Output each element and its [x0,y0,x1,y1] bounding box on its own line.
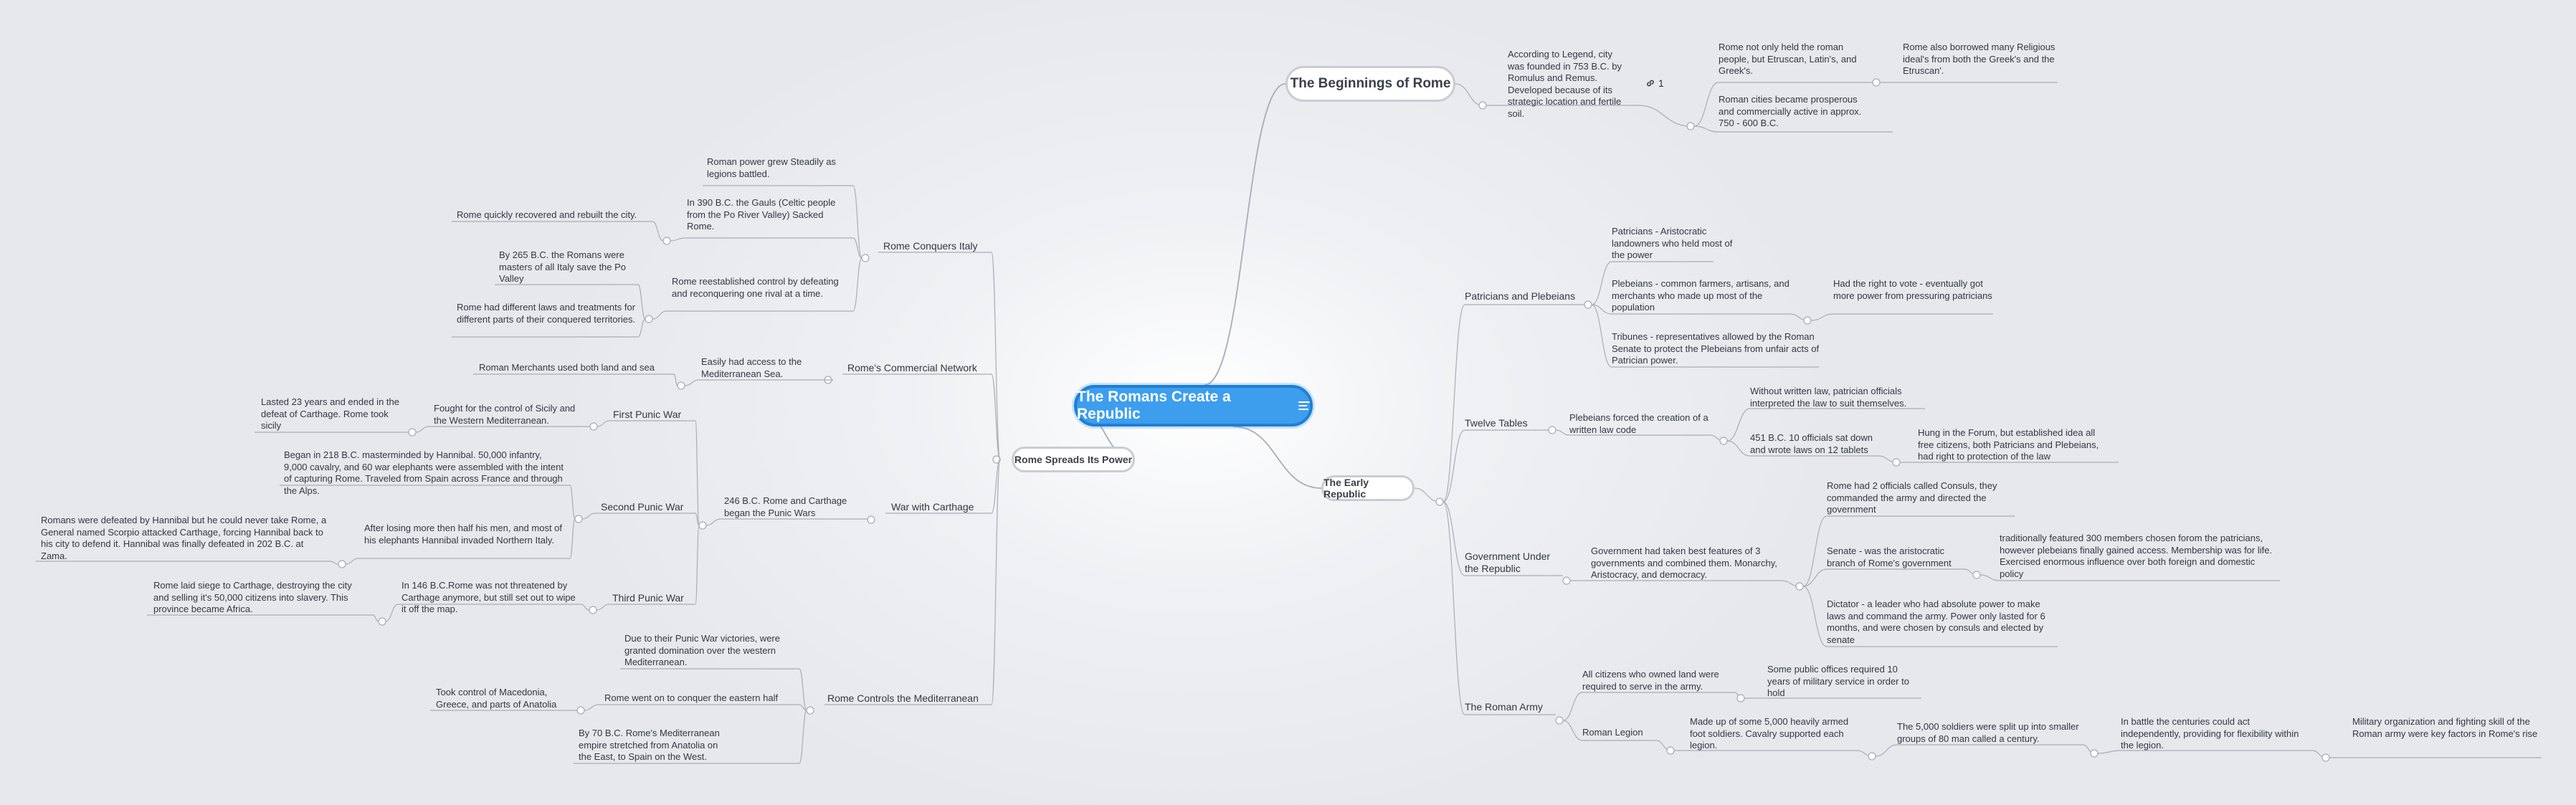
punic-wars-began-text[interactable]: 246 B.C. Rome and Carthage began the Pun… [724,495,847,518]
topic-rome-spreads-its-power[interactable]: Rome Spreads Its Power [1012,447,1135,472]
siege-text[interactable]: Rome laid siege to Carthage, destroying … [153,580,352,614]
commercial-network[interactable]: Rome's Commercial Network [847,362,977,373]
link-icon [1647,80,1654,87]
centuries-split-text[interactable]: The 5,000 soldiers were split up into sm… [1897,721,2079,744]
tribunes-text[interactable]: Tribunes - representatives allowed by th… [1612,331,1820,366]
government-under-republic[interactable]: Government Under the Republic [1465,551,1551,574]
rome-controls-mediterranean[interactable]: Rome Controls the Mediterranean [827,692,979,704]
war-with-carthage[interactable]: War with Carthage [891,501,974,513]
written-law-text[interactable]: Plebeians forced the creation of a writt… [1569,412,1708,435]
held-peoples-text[interactable]: Rome not only held the roman people, but… [1719,42,1857,76]
twelve-tables[interactable]: Twelve Tables [1465,417,1528,429]
right-to-vote-text[interactable]: Had the right to vote - eventually got m… [1833,278,1992,301]
central-topic[interactable]: The Romans Create a Republic [1074,385,1313,427]
topic-early-republic[interactable]: The Early Republic [1321,475,1415,501]
patricians-text[interactable]: Patricians - Aristocratic landowners who… [1612,226,1733,260]
battle-flexibility-text[interactable]: In battle the centuries could act indepe… [2121,716,2299,751]
punic-victories-text[interactable]: Due to their Punic War victories, were g… [624,633,780,667]
sicily-text[interactable]: Fought for the control of Sicily and the… [434,403,576,426]
hung-in-forum-text[interactable]: Hung in the Forum, but established idea … [1918,427,2099,462]
power-grew-text[interactable]: Roman power grew Steadily as legions bat… [707,156,836,179]
unwritten-law-text[interactable]: Without written law, patrician officials… [1750,386,1907,409]
best-features-text[interactable]: Government had taken best features of 3 … [1591,546,1777,580]
different-laws-text[interactable]: Rome had different laws and treatments f… [457,302,636,325]
borrowed-religion-text[interactable]: Rome also borrowed many Religious ideal'… [1903,42,2055,76]
prosperous-text[interactable]: Roman cities became prosperous and comme… [1719,94,1862,128]
recovered-text[interactable]: Rome quickly recovered and rebuilt the c… [457,209,637,220]
notes-icon[interactable] [1298,401,1310,410]
in-146-text[interactable]: In 146 B.C.Rome was not threatened by Ca… [401,580,576,614]
second-punic-war[interactable]: Second Punic War [601,501,684,513]
roman-legion[interactable]: Roman Legion [1582,727,1643,738]
central-topic-label: The Romans Create a Republic [1077,389,1231,422]
reestablished-text[interactable]: Rome reestablished control by defeating … [672,276,839,299]
senate-text[interactable]: Senate - was the aristocratic branch of … [1827,546,1952,568]
legend-text[interactable]: According to Legend, city was founded in… [1508,49,1622,119]
merchants-text[interactable]: Roman Merchants used both land and sea [479,362,655,373]
rome-conquers-italy[interactable]: Rome Conquers Italy [883,240,978,252]
lasted-23-years-text[interactable]: Lasted 23 years and ended in the defeat … [261,396,399,431]
military-rise-text[interactable]: Military organization and fighting skill… [2352,716,2538,739]
scorpio-text[interactable]: Romans were defeated by Hannibal but he … [41,515,327,561]
plebeians-text[interactable]: Plebeians - common farmers, artisans, an… [1612,278,1790,313]
eastern-half-text[interactable]: Rome went on to conquer the eastern half [604,692,779,703]
ten-officials-text[interactable]: 451 B.C. 10 officials sat down and wrote… [1750,432,1873,455]
consuls-text[interactable]: Rome had 2 officials called Consuls, the… [1827,480,1997,515]
patricians-and-plebeians[interactable]: Patricians and Plebeians [1465,290,1576,302]
by-70-text[interactable]: By 70 B.C. Rome's Mediterranean empire s… [579,728,720,762]
senate-detail-text[interactable]: traditionally featured 300 members chose… [2000,533,2273,579]
mediterranean-access-text[interactable]: Easily had access to the Mediterranean S… [701,356,802,379]
the-roman-army[interactable]: The Roman Army [1465,701,1543,713]
after-losing-text[interactable]: After losing more then half his men, and… [364,523,563,546]
macedonia-text[interactable]: Took control of Macedonia, Greece, and p… [436,687,557,710]
dictator-text[interactable]: Dictator - a leader who had absolute pow… [1827,599,2045,645]
citizens-serve-text[interactable]: All citizens who owned land were require… [1582,669,1719,692]
gauls-sacked-text[interactable]: In 390 B.C. the Gauls (Celtic people fro… [687,197,836,232]
first-punic-war[interactable]: First Punic War [613,409,682,420]
third-punic-war[interactable]: Third Punic War [612,592,684,604]
legion-made-up-text[interactable]: Made up of some 5,000 heavily armed foot… [1690,716,1849,751]
by-265-text[interactable]: By 265 B.C. the Romans were masters of a… [499,249,627,284]
link-count: 1 [1658,77,1664,89]
public-offices-text[interactable]: Some public offices required 10 years of… [1767,664,1909,698]
topic-beginnings-of-rome[interactable]: The Beginnings of Rome [1285,66,1455,102]
link-badge[interactable]: 1 [1645,77,1664,89]
hannibal-text[interactable]: Began in 218 B.C. masterminded by Hannib… [284,449,564,496]
